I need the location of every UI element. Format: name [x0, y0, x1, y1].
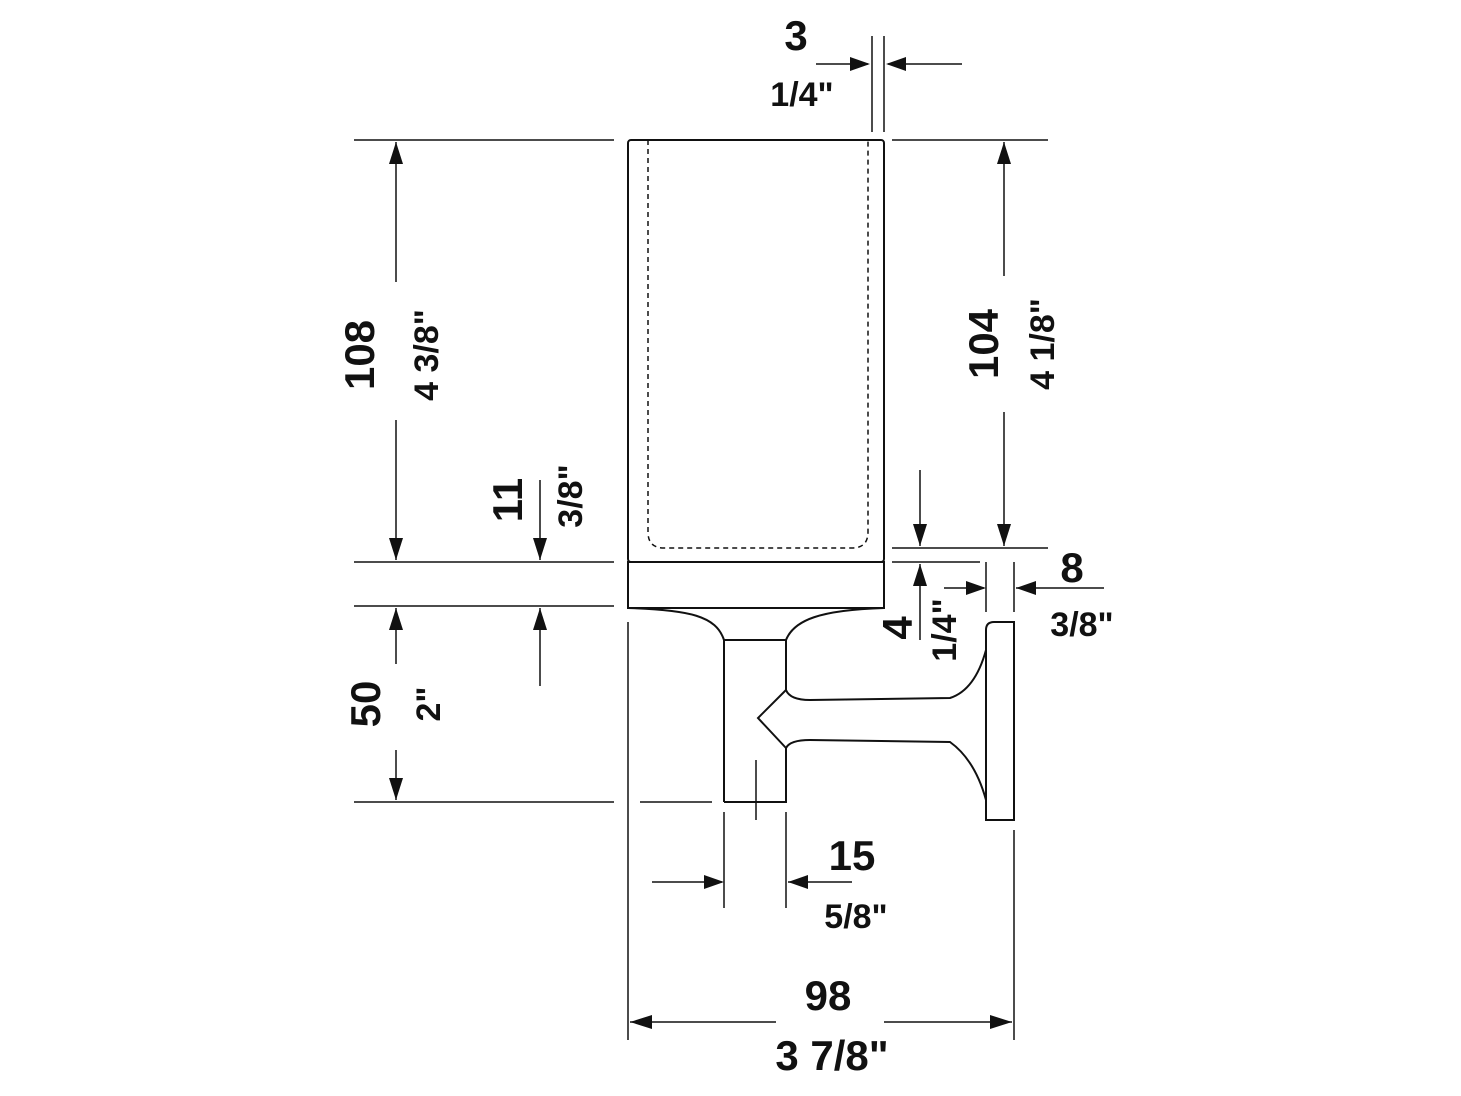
dim-glass-height [997, 142, 1011, 546]
plate-thickness-mm: 8 [1060, 544, 1083, 591]
dim-wall-gap [816, 57, 962, 71]
overall-depth-mm: 98 [805, 972, 852, 1019]
dim-overall-height [389, 142, 403, 560]
plate-thickness-inch: 3/8" [1050, 606, 1113, 644]
dim-overall-depth [630, 1015, 1012, 1029]
dim-bracket-drop [389, 608, 403, 800]
wall-gap-inch: 1/4" [770, 76, 833, 114]
holder-bracket [627, 607, 1015, 821]
dim-ring-height [533, 480, 547, 686]
rim-to-plate-inch: 1/4" [926, 598, 964, 661]
rim-to-plate-mm: 4 [874, 616, 921, 640]
ring-height-mm: 11 [484, 478, 531, 522]
overall-depth-inch: 3 7/8" [775, 1032, 888, 1079]
stem-width-inch: 5/8" [824, 898, 887, 936]
stem-width-mm: 15 [829, 832, 876, 879]
glass-height-inch: 4 1/8" [1024, 298, 1062, 390]
overall-height-inch: 4 3/8" [408, 309, 446, 401]
dim-plate-thickness [944, 581, 1104, 595]
overall-height-mm: 108 [336, 320, 383, 390]
wall-gap-mm: 3 [784, 12, 807, 59]
glass-body [627, 139, 885, 563]
ring-height-inch: 3/8" [552, 464, 590, 527]
extension-lines [354, 36, 1048, 1040]
dim-stem-width [652, 875, 852, 889]
dim-rim-to-plate [913, 470, 927, 640]
holder-ring [627, 561, 885, 609]
bracket-drop-mm: 50 [342, 681, 389, 728]
bracket-drop-inch: 2" [410, 686, 448, 721]
glass-height-mm: 104 [960, 308, 1007, 379]
